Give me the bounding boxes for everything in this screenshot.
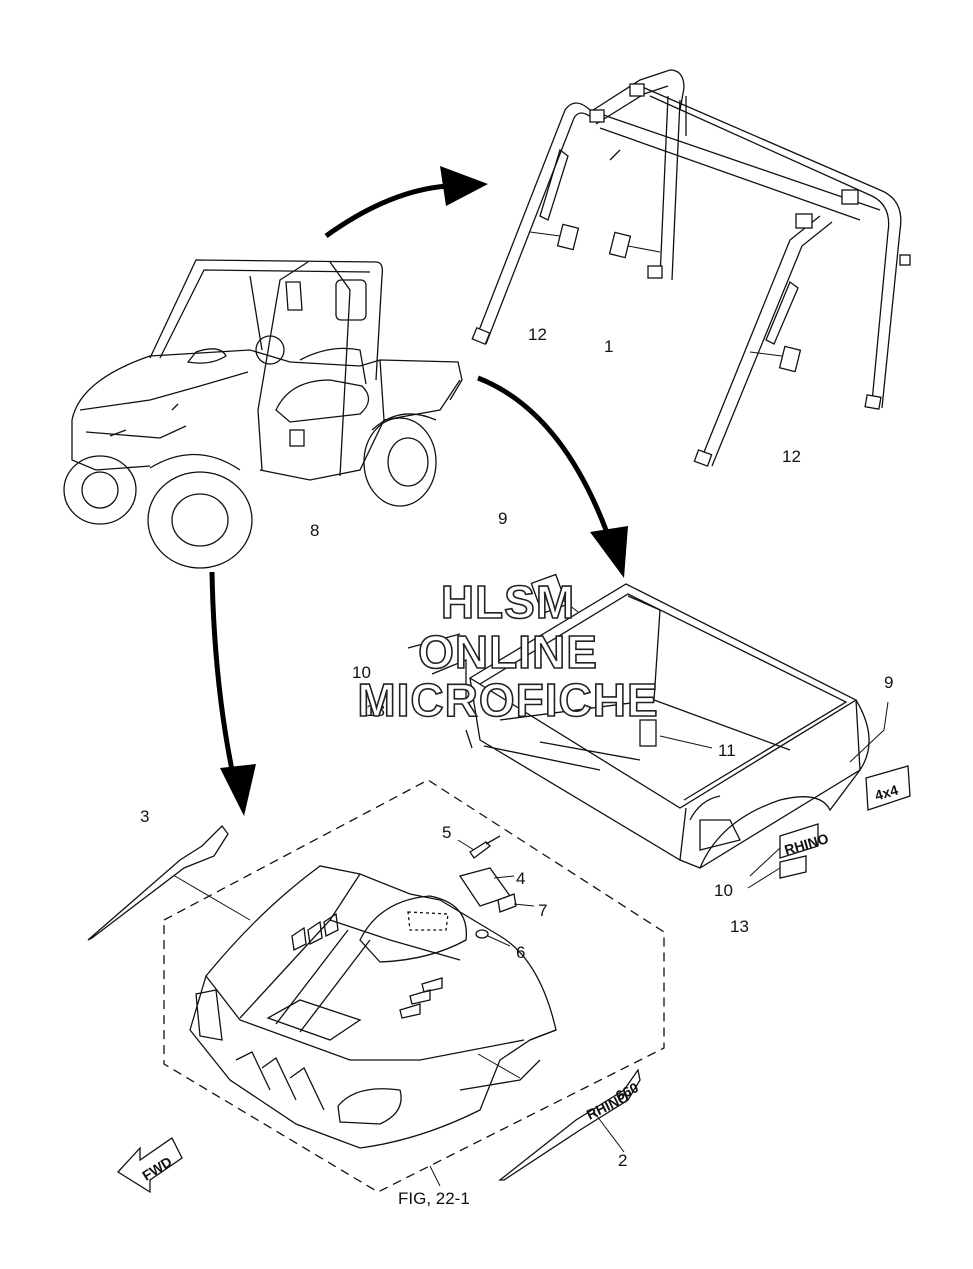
hood-assembly: RHINO 660 bbox=[87, 779, 665, 1193]
callout-10-right: 10 bbox=[714, 881, 733, 900]
roll-cage bbox=[471, 69, 911, 467]
callout-13-right: 13 bbox=[730, 917, 749, 936]
flow-arrows bbox=[209, 166, 628, 816]
arrow-to-cargo-bed bbox=[477, 375, 609, 531]
part-2-strip bbox=[498, 1068, 641, 1181]
decal-13-right bbox=[779, 855, 807, 879]
decal-9-top bbox=[530, 573, 568, 615]
callout-6: 6 bbox=[516, 943, 525, 962]
watermark-line-3: MICROFICHE bbox=[357, 674, 658, 726]
callout-12-right: 12 bbox=[782, 447, 801, 466]
callout-labels: 12 1 12 8 9 10 13 11 9 10 13 3 5 4 7 6 2… bbox=[140, 325, 893, 1208]
watermark: HLSM ONLINE MICROFICHE bbox=[357, 575, 659, 727]
fwd-direction-arrow: FWD bbox=[116, 1137, 183, 1194]
utv-vehicle bbox=[63, 259, 463, 569]
arrow-head-hood bbox=[220, 764, 256, 816]
callout-13-left: 13 bbox=[366, 701, 385, 720]
callout-5: 5 bbox=[442, 823, 451, 842]
decal-12-right bbox=[778, 345, 802, 373]
callout-9-top: 9 bbox=[498, 509, 507, 528]
part-5-fastener bbox=[469, 841, 491, 859]
part-3-strip bbox=[87, 825, 229, 941]
callout-12-left: 12 bbox=[528, 325, 547, 344]
arrow-to-roll-cage bbox=[324, 183, 449, 239]
callout-10-left: 10 bbox=[352, 663, 371, 682]
cargo-bed: RHINO 4x4 bbox=[407, 573, 911, 889]
part-7-decal bbox=[497, 893, 517, 913]
badge-4x4-text: 4x4 bbox=[873, 782, 900, 804]
watermark-line-1: HLSM bbox=[441, 576, 575, 628]
callout-9-right: 9 bbox=[884, 673, 893, 692]
badge-4x4-decal bbox=[865, 765, 911, 811]
hood-dashed-boundary bbox=[163, 779, 665, 1193]
decal-11 bbox=[639, 719, 657, 747]
arrow-to-hood bbox=[209, 571, 235, 771]
callout-3: 3 bbox=[140, 807, 149, 826]
callout-7: 7 bbox=[538, 901, 547, 920]
decal-8 bbox=[289, 429, 305, 447]
callout-4: 4 bbox=[516, 869, 525, 888]
decal-10-right bbox=[779, 823, 819, 859]
watermark-line-2: ONLINE bbox=[418, 626, 598, 678]
callout-11: 11 bbox=[718, 741, 736, 760]
arrow-head-cargo-bed bbox=[590, 526, 628, 578]
decal-12-left bbox=[556, 223, 580, 251]
decal-1 bbox=[608, 231, 632, 259]
figure-reference: FIG, 22-1 bbox=[398, 1189, 470, 1208]
part-6-washer bbox=[475, 929, 489, 939]
callout-8: 8 bbox=[310, 521, 319, 540]
arrow-head-roll-cage bbox=[440, 166, 488, 206]
callout-2: 2 bbox=[618, 1151, 627, 1170]
callout-1: 1 bbox=[604, 337, 613, 356]
